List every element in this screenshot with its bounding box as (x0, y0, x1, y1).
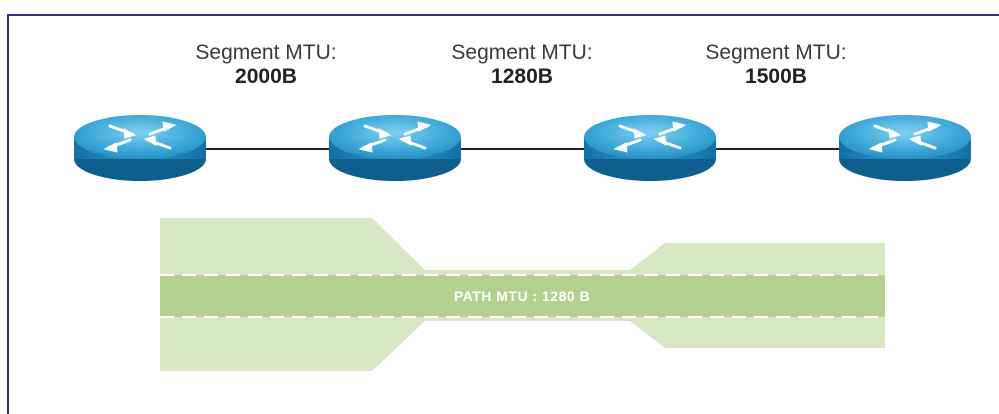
router-icon (837, 113, 973, 183)
segment-label-1-value: 2000B (235, 65, 297, 89)
segment-label-2-value: 1280B (491, 65, 553, 89)
segment-label-3-title: Segment MTU: (705, 41, 847, 64)
router-icon (327, 113, 463, 183)
diagram-frame (7, 14, 999, 414)
segment-label-3-value: 1500B (745, 65, 807, 89)
router-icon (582, 113, 718, 183)
segment-label-2: Segment MTU: 1280B (412, 41, 632, 89)
path-mtu-label: PATH MTU : 1280 B (454, 288, 590, 304)
segment-label-1: Segment MTU: 2000B (156, 41, 376, 89)
path-mtu-bar (160, 275, 885, 317)
router-icon (72, 113, 208, 183)
segment-label-3: Segment MTU: 1500B (666, 41, 886, 89)
segment-label-1-title: Segment MTU: (195, 41, 337, 64)
segment-label-2-title: Segment MTU: (451, 41, 593, 64)
network-diagram: PATH MTU : 1280 B (72, 113, 973, 371)
